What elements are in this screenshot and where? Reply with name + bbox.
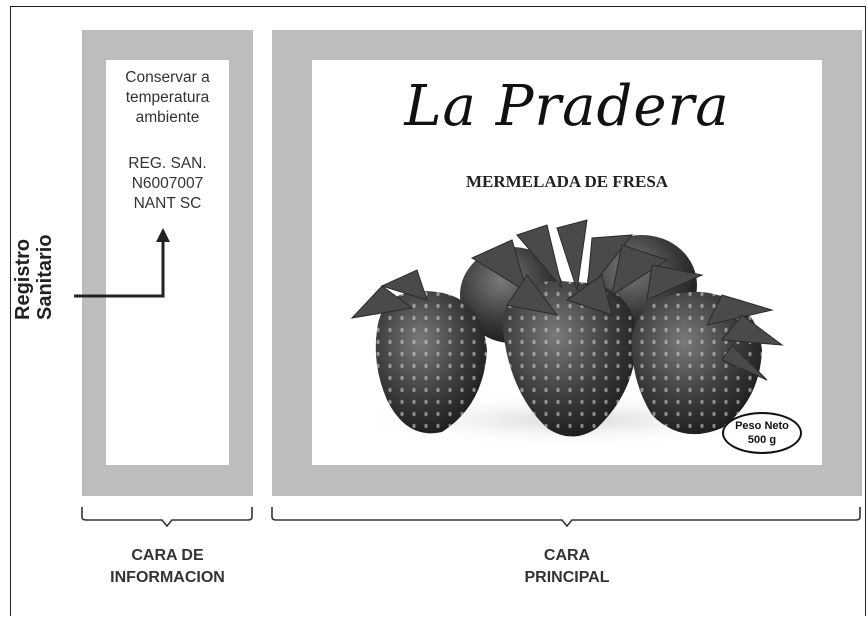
info-face-label-line: INFORMACION xyxy=(110,569,225,586)
registry-text: REG. SAN. N6007007 NANT SC xyxy=(106,154,229,214)
info-face-label-line: CARA DE xyxy=(131,547,204,564)
main-panel-inner: La Pradera MERMELADA DE FRESA xyxy=(312,60,822,465)
storage-text: Conservar a temperatura ambiente xyxy=(106,68,229,128)
main-face-label-line: PRINCIPAL xyxy=(524,569,610,586)
main-face-label: CARA PRINCIPAL xyxy=(467,545,667,589)
registry-side-label: Registro Sanitario xyxy=(12,180,56,320)
storage-line: Conservar a xyxy=(125,69,210,86)
net-weight-value: 500 g xyxy=(747,434,777,446)
main-panel: La Pradera MERMELADA DE FRESA xyxy=(272,30,862,496)
side-label-line: Sanitario xyxy=(34,234,56,320)
side-label-line: Registro xyxy=(12,238,34,320)
product-name: MERMELADA DE FRESA xyxy=(465,172,669,191)
information-panel-inner: Conservar a temperatura ambiente REG. SA… xyxy=(106,60,229,465)
storage-line: temperatura xyxy=(125,89,210,106)
registry-line: NANT SC xyxy=(133,195,202,212)
outer-frame xyxy=(10,6,866,616)
strawberries-illustration xyxy=(350,219,792,448)
information-panel: Conservar a temperatura ambiente REG. SA… xyxy=(82,30,253,496)
storage-line: ambiente xyxy=(135,109,200,126)
brand-logo: La Pradera xyxy=(404,74,730,139)
info-face-label: CARA DE INFORMACION xyxy=(82,545,253,589)
net-weight-label: Peso Neto xyxy=(735,420,789,432)
main-face-label-line: CARA xyxy=(543,547,591,564)
registry-line: REG. SAN. xyxy=(128,155,207,172)
registry-line: N6007007 xyxy=(131,175,204,192)
net-weight-badge: Peso Neto 500 g xyxy=(722,412,802,454)
